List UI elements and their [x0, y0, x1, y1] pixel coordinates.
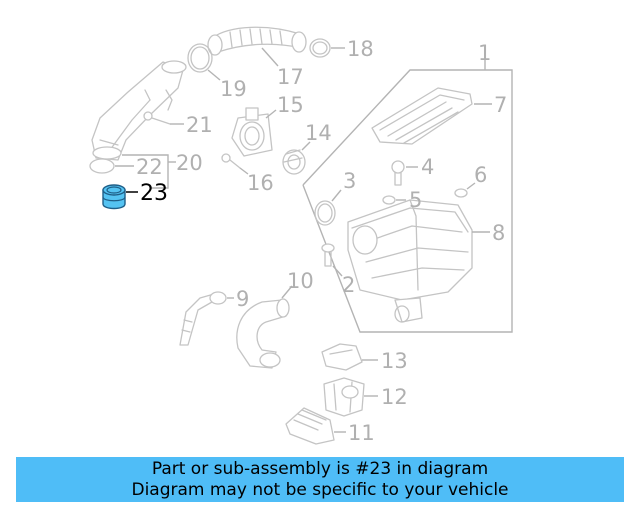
callout-9: 9: [236, 287, 249, 311]
callout-22: 22: [136, 155, 163, 179]
callout-19: 19: [220, 77, 247, 101]
callout-8: 8: [492, 221, 505, 245]
callout-18: 18: [347, 37, 374, 61]
part-2-bolt: [321, 243, 343, 277]
part-10-elbow-hose: [236, 285, 293, 369]
part-5-grommet: [382, 195, 406, 205]
callout-5: 5: [409, 188, 422, 212]
part-22-ring: [89, 158, 134, 174]
part-4-clip: [391, 160, 418, 186]
part-23-highlighted-sleeve: [102, 184, 138, 210]
callout-2: 2: [342, 273, 355, 297]
callout-10: 10: [287, 269, 314, 293]
part-13-duct-cover: [321, 343, 378, 371]
part-8-air-cleaner-housing: [347, 199, 490, 323]
part-7-upper-cover: [371, 87, 492, 145]
callout-11: 11: [348, 421, 375, 445]
callout-labels: 1 2 3 4 5 6 7 8 9 10 11 12 13 14 15 16 1…: [136, 37, 507, 445]
callout-1: 1: [478, 41, 491, 65]
callout-16: 16: [247, 171, 274, 195]
parts-diagram: 1 2 3 4 5 6 7 8 9 10 11 12 13 14 15 16 1…: [89, 26, 513, 445]
part-17-intake-hose: [207, 26, 307, 67]
callout-6: 6: [474, 163, 487, 187]
part-18-clamp: [309, 38, 345, 58]
assembly-bracket-1: [302, 60, 513, 333]
callout-15: 15: [277, 93, 304, 117]
callout-13: 13: [381, 349, 408, 373]
part-3-seal-ring: [314, 189, 342, 226]
callout-17: 17: [277, 65, 304, 89]
part-21-screw: [143, 111, 184, 125]
callout-12: 12: [381, 385, 408, 409]
part-6-grommet: [454, 182, 476, 198]
callout-7: 7: [494, 93, 507, 117]
part-19-clamp: [187, 43, 221, 81]
callout-23-highlighted: 23: [140, 181, 168, 206]
part-14-adapter: [282, 141, 311, 175]
part-15-air-flow-sensor: [231, 107, 277, 157]
part-12-resonator: [323, 377, 378, 417]
info-banner: Part or sub-assembly is #23 in diagram D…: [16, 457, 624, 502]
callout-21: 21: [186, 113, 213, 137]
banner-line-part: Part or sub-assembly is #23 in diagram: [151, 459, 489, 479]
part-16-screw: [221, 153, 249, 175]
part-9-vent-hose: [179, 291, 234, 346]
callout-4: 4: [421, 155, 434, 179]
callout-20: 20: [176, 151, 203, 175]
part-20-air-duct: [91, 60, 187, 189]
callout-3: 3: [343, 169, 356, 193]
banner-line-disclaimer: Diagram may not be specific to your vehi…: [131, 480, 509, 500]
callout-14: 14: [305, 121, 332, 145]
part-11-intake-grille: [285, 407, 346, 445]
